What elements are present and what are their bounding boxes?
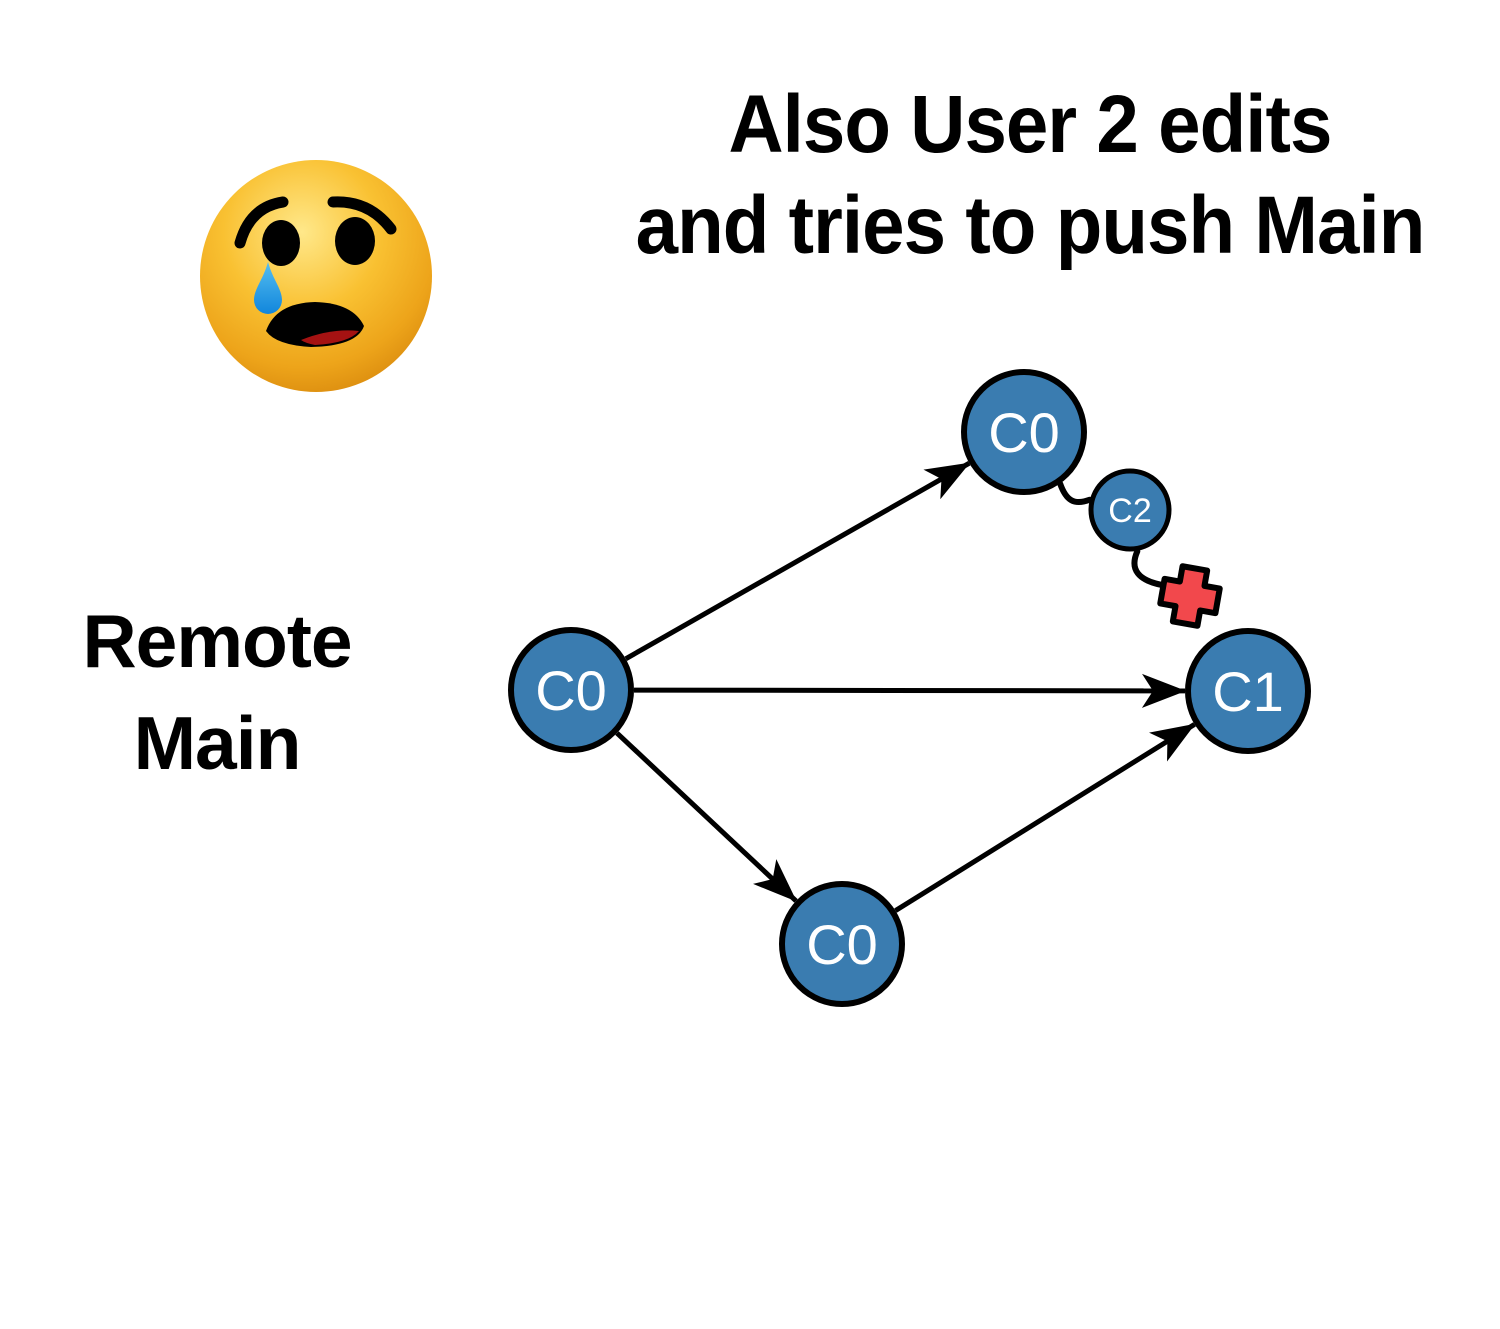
emoji-left-eyebrow <box>234 196 289 249</box>
edge-remote-c0-to-user1-c0 <box>624 461 971 661</box>
remote-label-line-1: Remote <box>82 599 352 683</box>
commit-node-circle[interactable] <box>1185 628 1311 754</box>
slide-title: Also User 2 edits and tries to push Main <box>565 74 1495 276</box>
emoji-left-eye <box>262 220 300 266</box>
emoji-tear <box>254 262 282 314</box>
edge-user1-c0-to-user1-c2 <box>1057 480 1093 506</box>
commit-node-circle[interactable] <box>508 627 634 753</box>
commit-node-main-c1[interactable]: C1 <box>1185 628 1311 754</box>
edge-remote-c0-to-user2-c0 <box>615 731 798 903</box>
commit-node-user1-c2[interactable]: C2 <box>1088 468 1172 552</box>
commit-node-user2-c0[interactable]: C0 <box>779 881 905 1007</box>
push-rejected-cross-icon <box>1157 563 1223 629</box>
emoji-tongue <box>301 330 359 345</box>
commit-node-remote-c0[interactable]: C0 <box>508 627 634 753</box>
emoji-right-eyebrow <box>327 196 397 235</box>
edge-user1-c2-to-cross <box>1131 548 1165 588</box>
title-line-2: and tries to push Main <box>635 180 1426 271</box>
commit-node-circle[interactable] <box>1088 468 1172 552</box>
emoji-right-eye <box>335 217 375 265</box>
crying-face-icon <box>200 160 432 392</box>
rejected-cross-shape <box>1157 563 1223 629</box>
commit-node-circle[interactable] <box>779 881 905 1007</box>
title-line-1: Also User 2 edits <box>728 79 1333 170</box>
graph-edges <box>615 461 1196 913</box>
commit-node-circle[interactable] <box>961 369 1087 495</box>
edge-user2-c0-to-main-c1 <box>894 722 1196 913</box>
commit-node-user1-c0[interactable]: C0 <box>961 369 1087 495</box>
remote-main-label: Remote Main <box>17 590 417 794</box>
remote-label-line-2: Main <box>133 701 302 785</box>
emoji-face <box>200 160 432 392</box>
edge-remote-c0-to-main-c1 <box>633 673 1187 708</box>
